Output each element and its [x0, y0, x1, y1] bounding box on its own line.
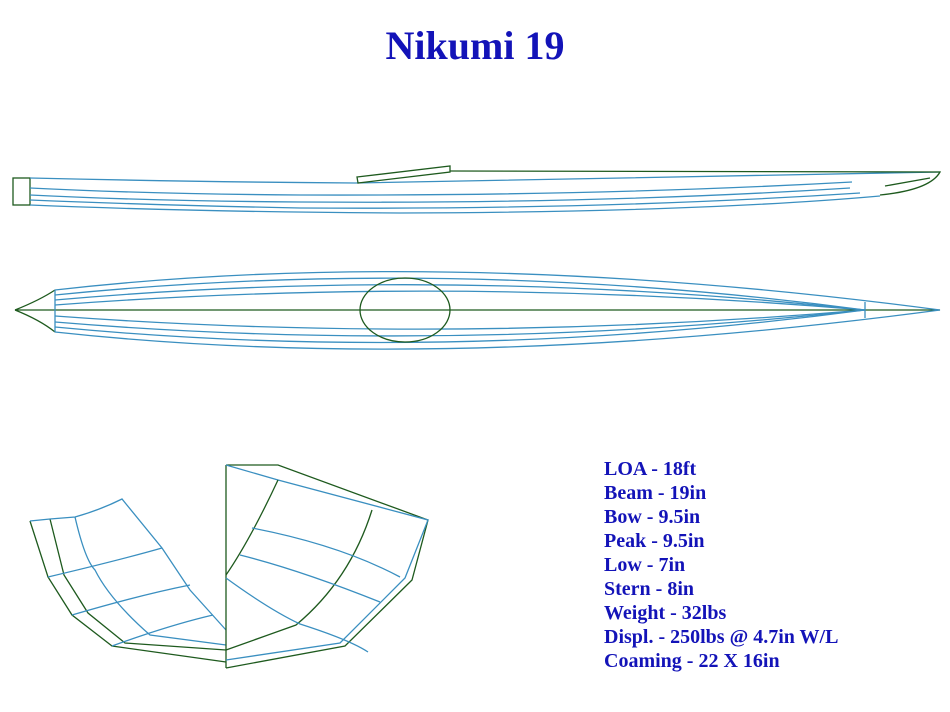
spec-low: Low - 7in: [604, 554, 686, 576]
profile-view: [12, 165, 942, 214]
stern-transom: [12, 177, 31, 206]
cockpit-coaming-plan: [359, 277, 451, 343]
drawing-title: Nikumi 19: [385, 23, 565, 68]
spec-weight: Weight - 32lbs: [604, 602, 727, 624]
spec-displacement: Displ. - 250lbs @ 4.7in W/L: [604, 626, 839, 648]
deck-line: [449, 170, 942, 196]
specifications-list: LOA - 18ft Beam - 19in Bow - 9.5in Peak …: [604, 457, 838, 673]
spec-coaming: Coaming - 22 X 16in: [604, 650, 780, 672]
cockpit-coaming-profile: [356, 165, 451, 184]
spec-loa: LOA - 18ft: [604, 458, 697, 480]
spec-peak: Peak - 9.5in: [604, 530, 705, 552]
spec-stern: Stern - 8in: [604, 578, 694, 600]
body-plan-sections: [29, 464, 429, 669]
sheer-line: [29, 171, 941, 184]
plan-view: [14, 270, 941, 350]
spec-bow: Bow - 9.5in: [604, 506, 701, 528]
spec-beam: Beam - 19in: [604, 482, 707, 504]
